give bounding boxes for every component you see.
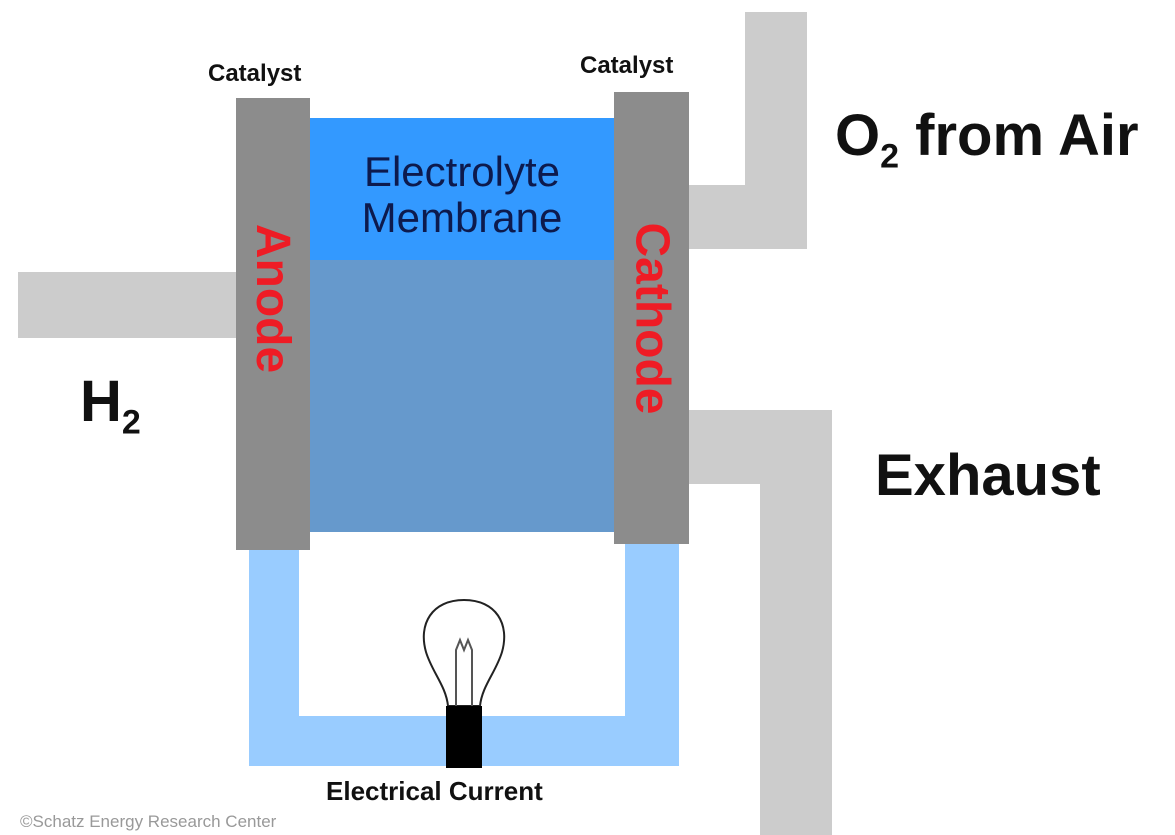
- anode-electrode: [236, 98, 310, 550]
- cathode-label: Cathode: [614, 98, 689, 538]
- electrical-current-label: Electrical Current: [326, 776, 543, 806]
- light-bulb-icon: [422, 598, 506, 768]
- bulb-filament: [455, 637, 473, 706]
- bulb-glass: [422, 598, 506, 707]
- circuit-wire-right: [625, 540, 679, 766]
- hydrogen-subscript: 2: [121, 403, 141, 442]
- oxygen-symbol: O: [835, 103, 881, 168]
- membrane-label-line2: Membrane: [361, 194, 563, 241]
- hydrogen-inlet-pipe: [18, 272, 240, 338]
- hydrogen-label: H2: [80, 368, 141, 443]
- bulb-base: [446, 706, 482, 768]
- anode-text: Anode: [246, 223, 300, 373]
- exhaust-pipe-vertical: [760, 410, 832, 835]
- oxygen-suffix: from Air: [899, 103, 1139, 168]
- hydrogen-symbol: H: [80, 369, 122, 434]
- oxygen-inlet-pipe-horizontal: [686, 185, 807, 249]
- exhaust-label: Exhaust: [875, 443, 1101, 508]
- catalyst-label-left: Catalyst: [208, 60, 302, 87]
- oxygen-subscript: 2: [880, 137, 900, 176]
- oxygen-label: O2 from Air: [835, 102, 1139, 177]
- membrane-label-line1: Electrolyte: [363, 148, 561, 195]
- cathode-text: Cathode: [625, 222, 678, 414]
- membrane-label: Electrolyte Membrane: [306, 149, 618, 241]
- catalyst-label-right: Catalyst: [580, 52, 674, 79]
- cathode-electrode: [614, 92, 689, 544]
- credit-text: ©Schatz Energy Research Center: [20, 812, 277, 831]
- anode-label: Anode: [236, 98, 310, 498]
- membrane-top: [306, 118, 618, 260]
